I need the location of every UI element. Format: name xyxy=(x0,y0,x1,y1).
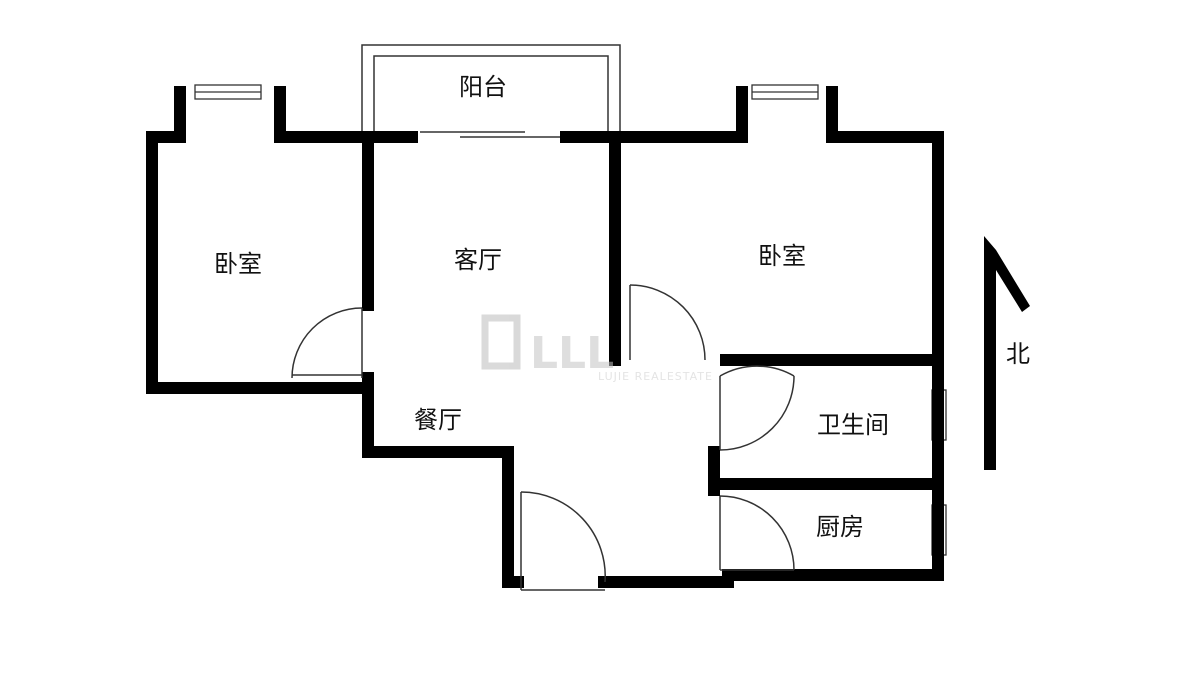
watermark: LLL LUJIE REALESTATE xyxy=(481,314,713,383)
label-kitchen: 厨房 xyxy=(816,513,864,541)
door-bathroom xyxy=(719,365,795,451)
compass-label: 北 xyxy=(1006,340,1030,368)
door-kitchen xyxy=(719,495,795,571)
wall-bedroom-right xyxy=(609,86,748,143)
window-bedroom-left xyxy=(194,84,262,100)
label-dining-room: 餐厅 xyxy=(414,406,462,434)
svg-text:LLL: LLL xyxy=(530,328,614,379)
label-bedroom-left: 卧室 xyxy=(214,250,262,278)
north-arrow-icon xyxy=(984,236,1030,470)
door-bedroom-left xyxy=(291,307,363,379)
label-bathroom: 卫生间 xyxy=(817,411,889,439)
wall-dining-left xyxy=(362,372,524,588)
wall-bedroom-right-top xyxy=(722,86,944,581)
door-entrance xyxy=(520,491,606,591)
label-balcony: 阳台 xyxy=(459,73,507,101)
label-living-room: 客厅 xyxy=(454,246,502,274)
balcony-outline xyxy=(361,44,621,132)
watermark-sub: LUJIE REALESTATE xyxy=(598,370,713,383)
door-bedroom-right xyxy=(629,284,706,361)
window-bedroom-right xyxy=(751,84,819,100)
sliding-door xyxy=(420,131,560,138)
wall-bedroom-left-top xyxy=(274,86,418,143)
label-bedroom-right: 卧室 xyxy=(758,242,806,270)
wall-bedroom-left xyxy=(146,86,366,394)
walls xyxy=(146,86,944,588)
